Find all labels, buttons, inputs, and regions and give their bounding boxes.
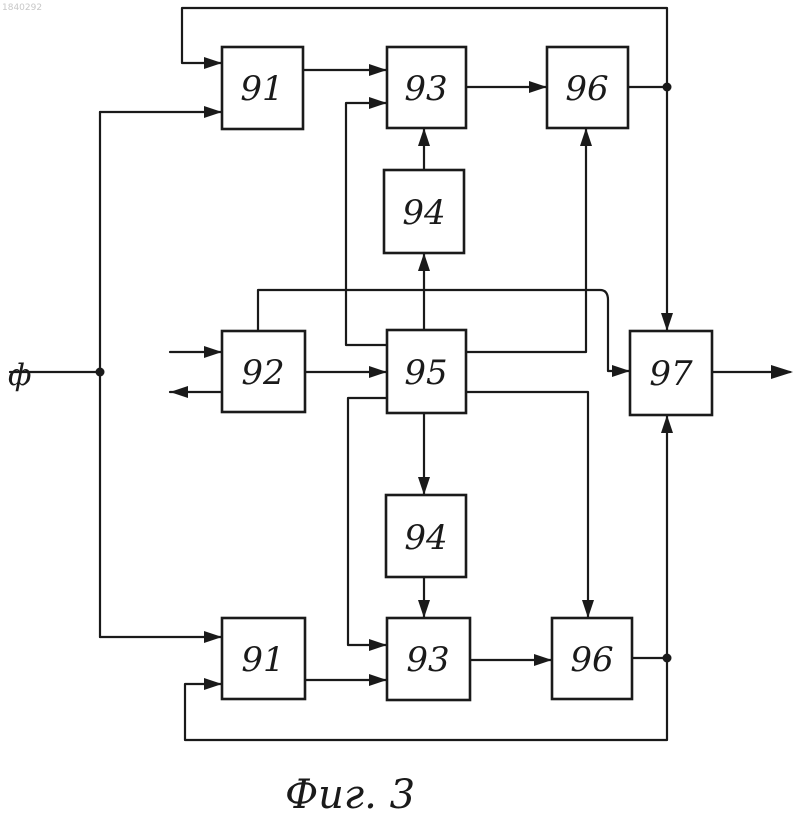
block-91-bottom-label: 91	[241, 640, 284, 680]
arrow-into-94-bot	[418, 477, 430, 495]
block-93-bottom-label: 93	[406, 640, 449, 680]
input-symbol: ф	[8, 358, 31, 393]
block-96-top: 96	[547, 47, 628, 128]
block-94-bottom-label: 94	[404, 518, 447, 558]
block-92-label: 92	[241, 353, 284, 393]
block-91-top: 91	[222, 47, 303, 129]
arrow-into-95	[369, 366, 387, 378]
arrow-into-92	[204, 346, 222, 358]
junction-top-out	[663, 83, 672, 92]
junction-input	[96, 368, 105, 377]
block-94-top: 94	[384, 170, 464, 253]
block-95: 95	[387, 330, 466, 413]
arrow-into-91-top-a	[204, 57, 222, 69]
block-93-top-label: 93	[404, 69, 447, 109]
document-id: 1840292	[2, 3, 42, 13]
block-97: 97	[630, 331, 712, 415]
block-93-top: 93	[387, 47, 466, 128]
arrow-into-93-bot-from-94	[418, 600, 430, 618]
wire-95-96-bot	[466, 392, 588, 618]
arrow-into-93-top-a	[369, 64, 387, 76]
block-93-bottom: 93	[387, 618, 470, 700]
arrow-into-91-bot-a	[204, 631, 222, 643]
arrow-into-97-top	[661, 313, 673, 331]
arrow-output	[771, 365, 793, 379]
arrow-into-93-top-b	[369, 97, 387, 109]
block-92: 92	[222, 331, 305, 412]
arrow-into-97-left	[612, 365, 630, 377]
block-96-bottom-label: 96	[570, 640, 613, 680]
wire-95-93-top	[346, 103, 387, 345]
block-96-top-label: 96	[565, 69, 608, 109]
arrow-into-93-bot-a	[369, 639, 387, 651]
arrow-into-93-bot-b	[369, 674, 387, 686]
wire-96-bot-out	[632, 415, 667, 658]
figure-caption: Фиг. 3	[285, 772, 415, 818]
block-97-label: 97	[649, 354, 693, 394]
arrow-into-97-bottom	[661, 415, 673, 433]
arrow-into-91-top-b	[204, 106, 222, 118]
arrow-into-91-bot-b	[204, 678, 222, 690]
arrow-into-93-top-from-94	[418, 128, 430, 146]
wire-95-96-top	[466, 128, 586, 352]
wire-95-93-bot	[348, 398, 387, 645]
block-94-bottom: 94	[386, 495, 466, 577]
arrow-into-96-bot	[534, 654, 552, 666]
arrow-into-94-top	[418, 253, 430, 271]
block-91-bottom: 91	[222, 618, 305, 699]
block-91-top-label: 91	[240, 69, 283, 109]
wire-96-top-out	[628, 87, 667, 331]
block-96-bottom: 96	[552, 618, 632, 699]
block-95-label: 95	[404, 353, 447, 393]
arrow-into-96-top	[529, 81, 547, 93]
arrow-out-of-92	[170, 386, 188, 398]
block-94-top-label: 94	[402, 193, 445, 233]
arrow-into-96-bot-from-95	[582, 600, 594, 618]
junction-bot-out	[663, 654, 672, 663]
arrow-into-96-top-from-95	[580, 128, 592, 146]
